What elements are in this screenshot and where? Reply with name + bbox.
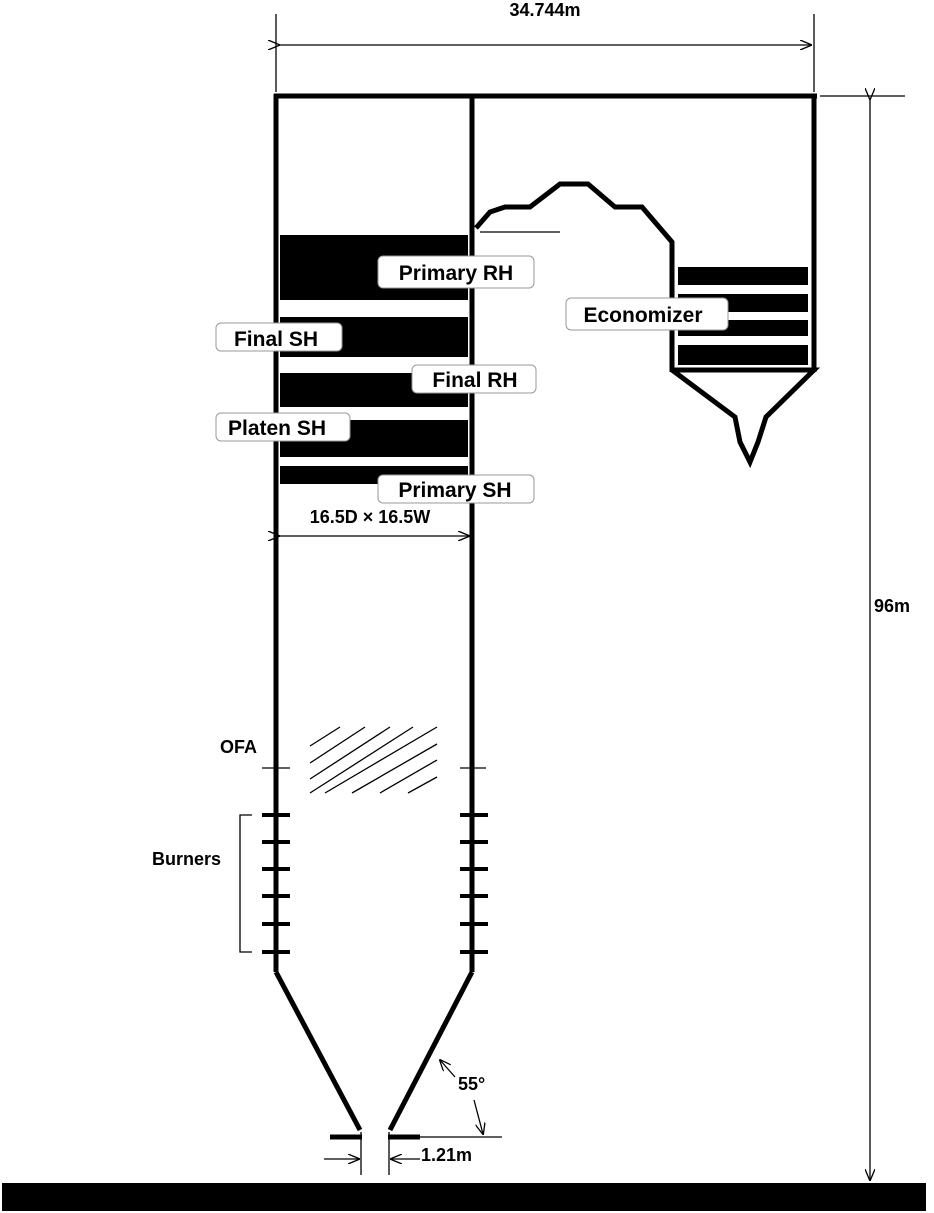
final-sh-callout: Final SH (215, 322, 343, 352)
burner-ports (262, 813, 488, 954)
ofa-zone (262, 726, 486, 794)
hopper-angle-dimension (420, 1060, 502, 1138)
throat-width-dimension (324, 1132, 420, 1175)
burners-bracket (239, 814, 252, 953)
final-sh-label: Final SH (234, 328, 318, 351)
hopper-angle-label: 55° (458, 1074, 485, 1094)
primary-rh-label: Primary RH (399, 262, 513, 285)
primary-sh-callout: Primary SH (377, 474, 535, 504)
overall-height-label: 96m (874, 596, 910, 616)
overall-height-dimension (820, 96, 905, 1180)
furnace-section-label: 16.5D × 16.5W (310, 507, 431, 527)
furnace-arch (474, 181, 675, 372)
final-rh-callout: Final RH (411, 364, 537, 394)
primary-sh-label: Primary SH (398, 479, 511, 502)
overall-width-label: 34.744m (509, 0, 580, 20)
burners-label: Burners (152, 849, 221, 869)
throat-width-label: 1.21m (421, 1145, 472, 1165)
economizer-label: Economizer (583, 304, 702, 327)
economizer-hopper (670, 367, 821, 469)
final-rh-label: Final RH (432, 369, 517, 392)
overall-width-dimension (276, 14, 815, 92)
platen-sh-label: Platen SH (228, 417, 326, 440)
ground-slab (2, 1183, 926, 1211)
primary-rh-callout: Primary RH (377, 255, 535, 289)
economizer-callout: Economizer (565, 297, 729, 331)
platen-sh-callout: Platen SH (215, 412, 351, 442)
ofa-label: OFA (220, 737, 257, 757)
